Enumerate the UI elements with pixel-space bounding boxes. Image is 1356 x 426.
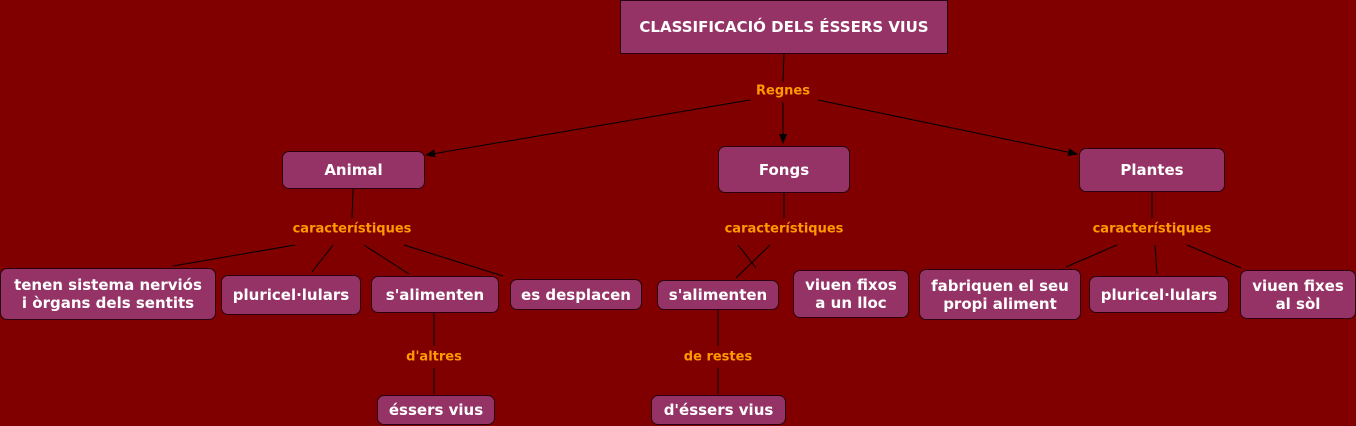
node-fongs-salimenten[interactable]: s'alimenten [657, 280, 779, 310]
link-label-daltres: d'altres [404, 349, 464, 365]
link-label-fongs-caracteristiques: característiques [722, 221, 846, 237]
node-text-line: tenen sistema nerviós [14, 276, 202, 294]
node-text: d'éssers vius [663, 401, 774, 419]
node-text: s'alimenten [385, 285, 485, 304]
node-text-line: a un lloc [815, 294, 887, 312]
link-label-de-restes: de restes [681, 349, 755, 365]
link-label-animal-caracteristiques: característiques [290, 221, 414, 237]
node-fongs-label: Fongs [758, 160, 810, 179]
node-viuen-fixes[interactable]: viuen fixes al sòl [1240, 270, 1356, 319]
node-text: s'alimenten [668, 286, 768, 304]
node-text-line: al sòl [1275, 294, 1321, 313]
node-text-line: viuen fixes [1252, 276, 1344, 295]
node-text: éssers vius [388, 401, 484, 419]
root-node-title[interactable]: CLASSIFICACIÓ DELS ÉSSERS VIUS [620, 0, 948, 54]
link-label-plantes-caracteristiques: característiques [1090, 221, 1214, 237]
node-text-line: fabriquen el seu [931, 276, 1069, 295]
node-es-desplacen[interactable]: es desplacen [510, 279, 642, 310]
node-animal-salimenten[interactable]: s'alimenten [371, 276, 499, 313]
node-text-line: i òrgans dels sentits [21, 294, 195, 312]
node-dessers-vius[interactable]: d'éssers vius [651, 395, 786, 425]
node-text-line: viuen fixos [805, 276, 897, 294]
node-text-line: propi aliment [943, 294, 1057, 313]
node-text: pluricel·lulars [1100, 285, 1218, 304]
node-fabriquen-aliment[interactable]: fabriquen el seu propi aliment [919, 269, 1081, 320]
node-animal-pluricellulars[interactable]: pluricel·lulars [221, 275, 361, 315]
node-plantes[interactable]: Plantes [1079, 148, 1225, 192]
node-plantes-label: Plantes [1120, 161, 1184, 179]
node-text: pluricel·lulars [232, 286, 350, 304]
node-animal-label: Animal [324, 161, 383, 179]
link-label-regnes: Regnes [754, 83, 812, 99]
node-plantes-pluricellulars[interactable]: pluricel·lulars [1089, 276, 1229, 313]
node-tenen-sistema-nervios[interactable]: tenen sistema nerviós i òrgans dels sent… [0, 268, 216, 320]
title-text: CLASSIFICACIÓ DELS ÉSSERS VIUS [639, 18, 929, 36]
node-viuen-fixos[interactable]: viuen fixos a un lloc [793, 270, 909, 318]
node-animal[interactable]: Animal [282, 151, 425, 189]
node-text: es desplacen [521, 285, 631, 304]
node-essers-vius[interactable]: éssers vius [377, 395, 495, 425]
node-fongs[interactable]: Fongs [718, 146, 850, 193]
